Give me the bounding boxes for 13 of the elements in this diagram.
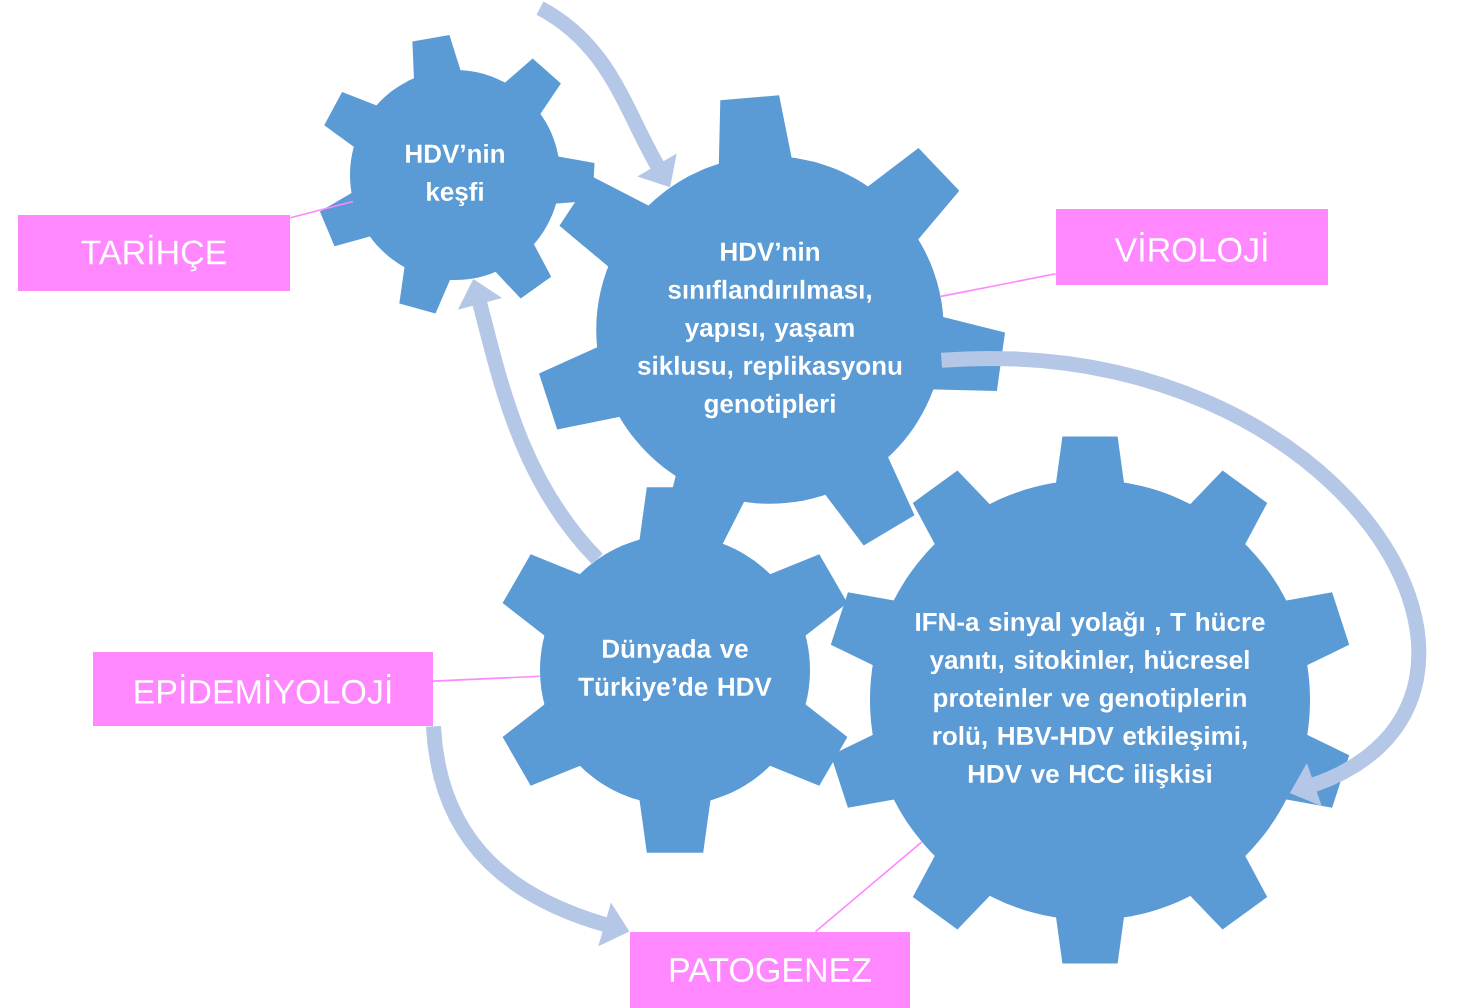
node-label: Dünyada ve Türkiye’de HDV	[578, 638, 772, 702]
gear: HDV’nin sınıflandırılması, yapısı, yaşam siklusu, replikasyonu genotipleri	[539, 95, 1005, 559]
curved-arrow	[941, 352, 1425, 807]
label-box: EPİDEMİYOLOJİ	[93, 652, 433, 726]
leader-line	[940, 273, 1057, 298]
leader-line	[432, 675, 541, 682]
gear: Dünyada ve Türkiye’de HDV	[502, 487, 848, 853]
leader-line	[289, 200, 354, 219]
label-box: TARİHÇE	[18, 215, 290, 291]
gear: HDV’nin keşfi	[319, 35, 595, 314]
label-box: VİROLOJİ	[1056, 209, 1328, 285]
leader-line	[814, 841, 923, 933]
label-box: PATOGENEZ	[630, 932, 910, 1008]
